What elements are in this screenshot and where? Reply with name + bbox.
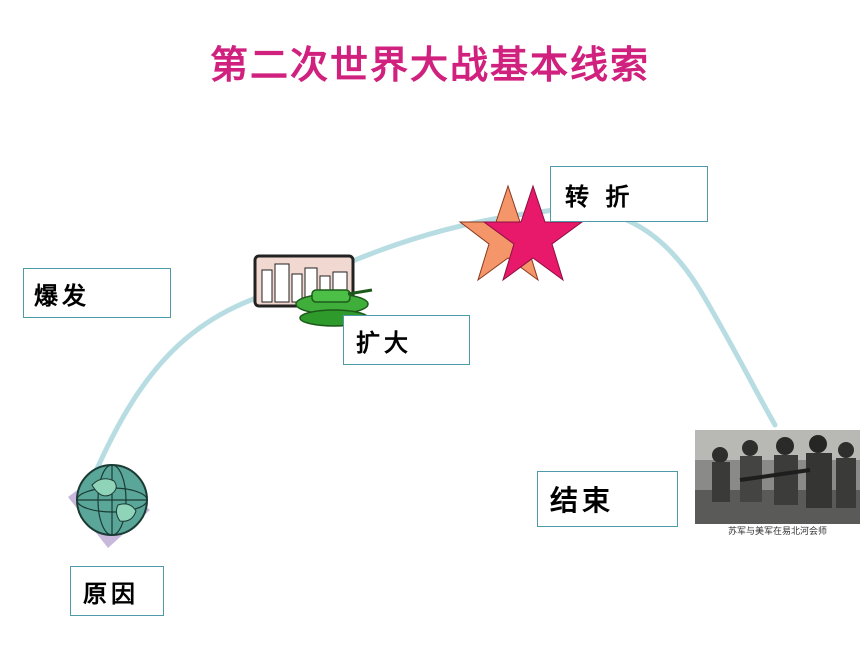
globe-icon [68,464,150,548]
label-baofa: 爆发 [23,268,171,318]
label-yuanyin: 原因 [70,566,164,616]
label-kuoda: 扩大 [343,315,470,365]
label-yuanyin-text: 原因 [83,578,139,608]
label-baofa-text: 爆发 [34,280,90,310]
label-jieshu-text: 结束 [550,484,615,517]
page-title: 第二次世界大战基本线索 [209,42,650,87]
photo-caption: 苏军与美军在易北河会师 [727,527,827,537]
star-icon [458,184,584,282]
soldiers-photo [695,430,860,524]
label-zhuanzhe-text: 转 折 [565,181,634,211]
city-tank-icon [253,254,373,327]
label-jieshu: 结束 [537,471,678,527]
label-kuoda-text: 扩大 [356,327,412,357]
label-zhuanzhe: 转 折 [550,166,708,222]
